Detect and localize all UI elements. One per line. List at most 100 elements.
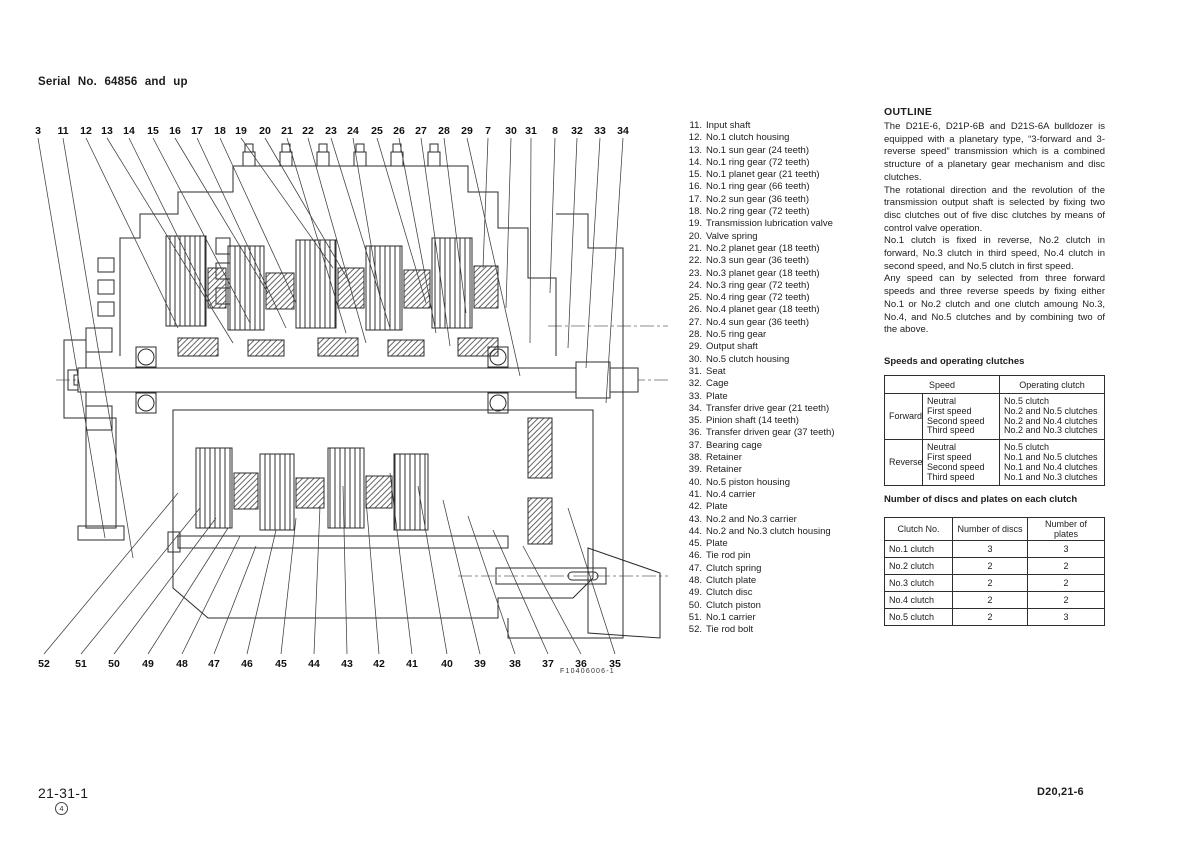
parts-list-item: 35.Pinion shaft (14 teeth) — [688, 415, 799, 427]
callout-number: 48 — [176, 658, 188, 670]
callout-number: 27 — [415, 125, 427, 137]
parts-list-item: 47.Clutch spring — [688, 562, 762, 574]
right-housing — [495, 213, 661, 639]
parts-list-item: 34.Transfer drive gear (21 teeth) — [688, 402, 830, 414]
callout-leader-line — [398, 137, 437, 334]
callout-number: 38 — [509, 658, 521, 670]
callout-leader-line — [174, 137, 269, 294]
callout-number: 28 — [438, 125, 450, 137]
parts-list-item: 52.Tie rod bolt — [688, 624, 754, 636]
callout-number: 31 — [525, 125, 537, 137]
parts-list-item: 46.Tie rod pin — [688, 550, 751, 562]
parts-list-item: 51.No.1 carrier — [688, 611, 756, 623]
callout-number: 41 — [406, 658, 418, 670]
callout-leader-line — [37, 137, 106, 539]
parts-list-item: 49.Clutch disc — [688, 587, 753, 599]
callout-number: 23 — [325, 125, 337, 137]
speeds-table-title: Speeds and operating clutches — [884, 356, 1025, 367]
callout-leader-line — [113, 517, 217, 655]
outline-paragraph: The rotational direction and the revolut… — [884, 184, 1105, 234]
bearings — [135, 346, 509, 414]
callout-number: 8 — [552, 125, 558, 137]
parts-list-item: 32.Cage — [688, 378, 729, 390]
output-shaft — [77, 361, 639, 399]
parts-list-item: 27.No.4 sun gear (36 teeth) — [688, 316, 809, 328]
callout-leader-line — [307, 137, 367, 344]
callout-number: 32 — [571, 125, 583, 137]
upper-gears — [177, 265, 499, 357]
parts-list-item: 16.No.1 ring gear (66 teeth) — [688, 181, 810, 193]
callout-number: 47 — [208, 658, 220, 670]
parts-list-item: 31.Seat — [688, 365, 726, 377]
callout-number: 24 — [347, 125, 359, 137]
callout-number: 35 — [609, 658, 621, 670]
machine-outline — [63, 143, 661, 639]
callout-leader-line — [85, 137, 179, 329]
parts-list-item: 43.No.2 and No.3 carrier — [688, 513, 797, 525]
callout-leader-line — [443, 137, 467, 314]
callout-number: 21 — [281, 125, 293, 137]
discs-table-title: Number of discs and plates on each clutc… — [884, 494, 1078, 505]
callout-number: 40 — [441, 658, 453, 670]
speeds-table-header-speed: Speed — [884, 375, 1000, 394]
parts-list-item: 28.No.5 ring gear — [688, 329, 767, 341]
parts-list-item: 39.Retainer — [688, 464, 742, 476]
outline-paragraph: The D21E-6, D21P-6B and D21S-6A bulldoze… — [884, 121, 1105, 183]
doc-code: D20,21-6 — [1037, 786, 1084, 798]
parts-list-item: 26.No.4 planet gear (18 teeth) — [688, 304, 820, 316]
parts-list-item: 40.No.5 piston housing — [688, 476, 790, 488]
callout-number: 25 — [371, 125, 383, 137]
callout-leader-line — [342, 485, 348, 655]
callout-leader-line — [246, 529, 277, 655]
callout-leader-line — [196, 137, 287, 329]
parts-list-item: 30.No.5 clutch housing — [688, 353, 790, 365]
callout-number: 37 — [542, 658, 554, 670]
callout-leader-line — [286, 137, 347, 334]
cover-bolts — [242, 143, 441, 167]
speeds-table-header-operating: Operating clutch — [999, 375, 1105, 394]
discs-table-header: Number of discs — [952, 517, 1028, 541]
parts-list-item: 22.No.3 sun gear (36 teeth) — [688, 255, 809, 267]
parts-list-item: 37.Bearing cage — [688, 439, 762, 451]
parts-list-item: 42.Plate — [688, 501, 728, 513]
callout-leader-line — [313, 505, 321, 655]
parts-list-item: 21.No.2 planet gear (18 teeth) — [688, 242, 820, 254]
callout-number: 46 — [241, 658, 253, 670]
callout-number: 30 — [505, 125, 517, 137]
callout-leader-line — [147, 527, 229, 655]
callout-leader-line — [482, 137, 489, 269]
callout-number: 49 — [142, 658, 154, 670]
callout-number: 43 — [341, 658, 353, 670]
callout-number: 3 — [35, 125, 41, 137]
parts-list-item: 24.No.3 ring gear (72 teeth) — [688, 279, 810, 291]
callout-leader-line — [264, 137, 351, 284]
parts-list-item: 14.No.1 ring gear (72 teeth) — [688, 156, 810, 168]
callout-number: 19 — [235, 125, 247, 137]
callout-leader-line — [605, 137, 624, 404]
callout-number: 33 — [594, 125, 606, 137]
callout-number: 14 — [123, 125, 135, 137]
callout-leader-line — [467, 515, 516, 655]
parts-list-item: 50.Clutch piston — [688, 599, 761, 611]
callout-number: 15 — [147, 125, 159, 137]
callout-number: 17 — [191, 125, 203, 137]
callout-leader-line — [585, 137, 601, 369]
callout-leader-line — [389, 472, 413, 655]
callout-leader-line — [213, 545, 257, 655]
callout-number: 11 — [57, 125, 68, 137]
outline-paragraph: No.1 clutch is fixed in reverse, No.2 cl… — [884, 235, 1105, 272]
outline-paragraph: Any speed can by selected from three for… — [884, 273, 1105, 336]
callout-leader-line — [505, 137, 512, 309]
callout-leader-line — [106, 137, 234, 344]
callout-leader-line — [549, 137, 556, 294]
callout-number: 18 — [214, 125, 226, 137]
callout-leader-line — [417, 485, 448, 655]
callout-leader-line — [420, 137, 451, 347]
